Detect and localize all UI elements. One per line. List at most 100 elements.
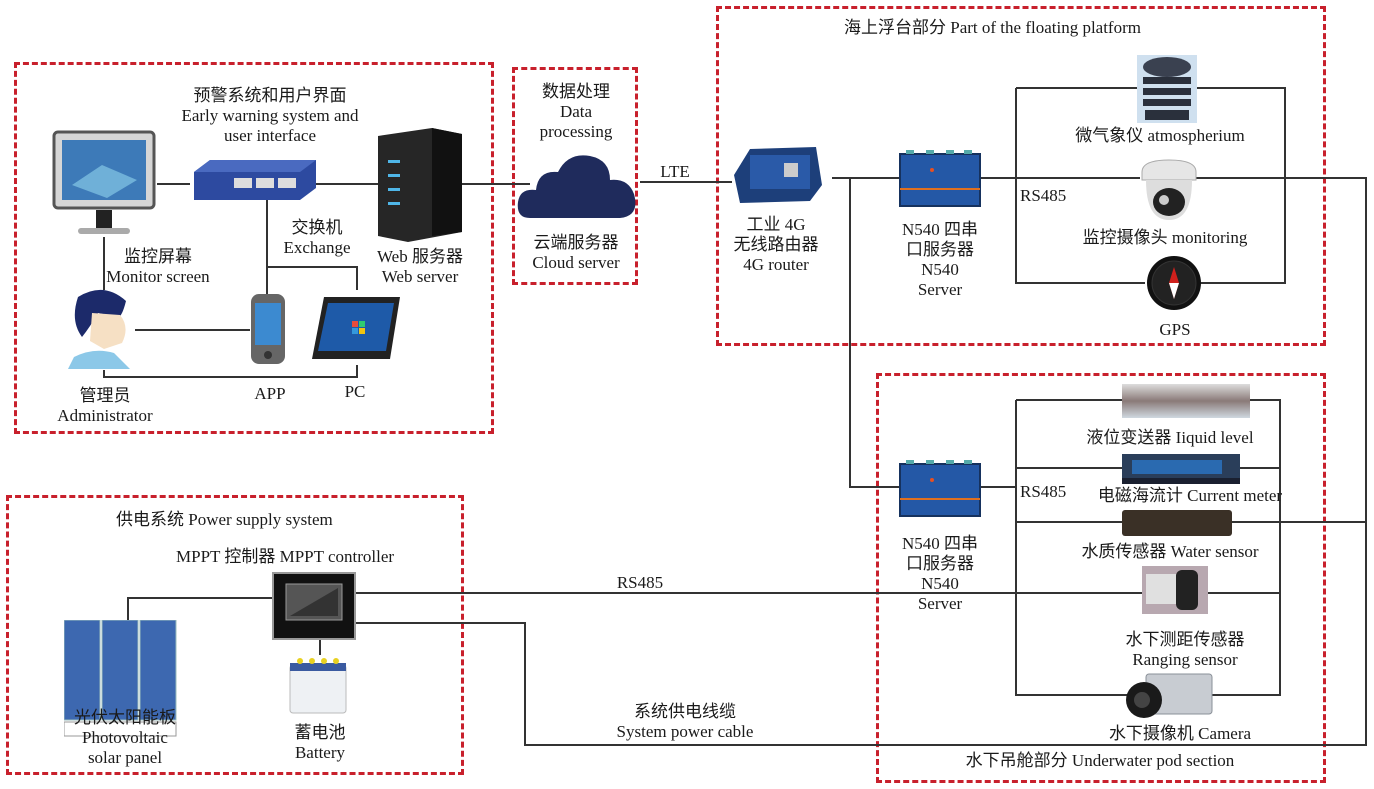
n540-top-en1: N540 bbox=[921, 260, 959, 279]
ui-section-boundary bbox=[14, 62, 494, 434]
solar-panel-icon[interactable] bbox=[63, 619, 178, 738]
underwater-pod-title: 水下吊舱部分 Underwater pod section bbox=[965, 751, 1235, 770]
ranging-label-cn: 水下测距传感器 bbox=[1125, 630, 1245, 649]
monitor-label: 监控屏幕 Monitor screen bbox=[78, 247, 238, 287]
n540-top-cn1: N540 四串 bbox=[901, 220, 979, 239]
solar-label-en2: solar panel bbox=[87, 748, 163, 767]
administrator-label: 管理员 Administrator bbox=[40, 386, 170, 426]
gps-label: GPS bbox=[1159, 320, 1191, 339]
floating-platform-boundary bbox=[716, 6, 1326, 346]
switch-label-cn: 交换机 bbox=[291, 218, 343, 237]
mppt-controller-label: MPPT 控制器 MPPT controller bbox=[176, 547, 395, 566]
n540-bottom-cn1: N540 四串 bbox=[901, 534, 979, 553]
wire-admin-pc bbox=[103, 365, 358, 378]
weather-station-icon[interactable] bbox=[1137, 55, 1197, 123]
router-label-cn2: 无线路由器 bbox=[733, 235, 819, 254]
data-title-cn: 数据处理 bbox=[542, 82, 610, 101]
app-label: APP bbox=[254, 384, 286, 403]
cloud-server-icon[interactable] bbox=[516, 150, 640, 220]
n540-bottom-en2: Server bbox=[917, 594, 963, 613]
cloud-server-label-en: Cloud server bbox=[532, 253, 620, 272]
battery-icon[interactable] bbox=[288, 655, 348, 715]
atmospherium-label: 微气象仪 atmospherium bbox=[1075, 126, 1245, 145]
power-supply-title: 供电系统 Power supply system bbox=[116, 510, 333, 529]
rs485-bottom-label: RS485 bbox=[1020, 482, 1067, 501]
n540-bottom-label: N540 四串 口服务器 N540 Server bbox=[880, 534, 1000, 614]
power-cable-label: 系统供电线缆 System power cable bbox=[595, 702, 775, 742]
n540-bottom-cn2: 口服务器 bbox=[906, 554, 974, 573]
underwater-camera-icon[interactable] bbox=[1124, 672, 1214, 720]
ranging-sensor-label: 水下测距传感器 Ranging sensor bbox=[1100, 630, 1270, 670]
network-switch-icon[interactable] bbox=[190, 158, 320, 202]
rs485-power-label: RS485 bbox=[616, 573, 664, 592]
data-title-en1: Data bbox=[559, 102, 593, 121]
ui-title-en1: Early warning system and bbox=[181, 106, 359, 125]
mppt-controller-icon[interactable] bbox=[272, 572, 356, 640]
battery-label-cn: 蓄电池 bbox=[294, 723, 346, 742]
smartphone-app-icon[interactable] bbox=[250, 293, 286, 365]
n540-serial-server-top-icon[interactable] bbox=[898, 150, 982, 208]
n540-top-cn2: 口服务器 bbox=[906, 240, 974, 259]
switch-label: 交换机 Exchange bbox=[272, 218, 362, 258]
monitor-label-cn: 监控屏幕 bbox=[124, 247, 192, 266]
floating-platform-title: 海上浮台部分 Part of the floating platform bbox=[844, 18, 1141, 37]
battery-label-en: Battery bbox=[294, 743, 346, 762]
4g-router-label: 工业 4G 无线路由器 4G router bbox=[716, 215, 836, 275]
tablet-pc-icon[interactable] bbox=[310, 295, 402, 361]
power-cable-label-cn: 系统供电线缆 bbox=[634, 702, 736, 721]
dome-camera-icon[interactable] bbox=[1140, 158, 1198, 222]
web-server-label: Web 服务器 Web server bbox=[360, 247, 480, 287]
wire-underwater-loop bbox=[1015, 399, 1281, 696]
monitor-label-en: Monitor screen bbox=[106, 267, 210, 286]
water-sensor-label: 水质传感器 Water sensor bbox=[1081, 542, 1259, 561]
data-processing-boundary bbox=[512, 67, 638, 285]
ui-title-en2: user interface bbox=[223, 126, 317, 145]
cloud-server-label-cn: 云端服务器 bbox=[533, 233, 619, 252]
wire-solar-mppt bbox=[127, 597, 272, 620]
n540-top-en2: Server bbox=[917, 280, 963, 299]
wire-floating-loop bbox=[1015, 87, 1286, 284]
web-server-label-cn: Web 服务器 bbox=[377, 247, 463, 266]
pc-label: PC bbox=[344, 382, 366, 401]
liquid-level-label: 液位变送器 Iiquid level bbox=[1086, 428, 1254, 447]
solar-label-en1: Photovoltaic bbox=[82, 728, 168, 747]
ranging-sensor-icon[interactable] bbox=[1142, 566, 1208, 614]
underwater-pod-boundary bbox=[876, 373, 1326, 783]
n540-bottom-en1: N540 bbox=[921, 574, 959, 593]
router-label-cn1: 工业 4G bbox=[746, 215, 806, 234]
underwater-camera-label: 水下摄像机 Camera bbox=[1108, 724, 1252, 743]
ui-title-cn: 预警系统和用户界面 bbox=[193, 86, 347, 105]
current-meter-icon[interactable] bbox=[1122, 454, 1240, 484]
cloud-server-label: 云端服务器 Cloud server bbox=[518, 233, 634, 273]
solar-panel-label: 光伏太阳能板 Photovoltaic solar panel bbox=[50, 708, 200, 768]
power-cable-label-en: System power cable bbox=[616, 722, 754, 741]
gps-compass-icon[interactable] bbox=[1146, 255, 1202, 311]
power-supply-boundary bbox=[6, 495, 464, 775]
ui-section-title: 预警系统和用户界面 Early warning system and user … bbox=[150, 86, 390, 146]
solar-label-cn: 光伏太阳能板 bbox=[74, 708, 176, 727]
n540-serial-server-bottom-icon[interactable] bbox=[898, 460, 982, 518]
switch-label-en: Exchange bbox=[283, 238, 351, 257]
current-meter-label: 电磁海流计 Current meter bbox=[1097, 486, 1283, 505]
router-label-en: 4G router bbox=[743, 255, 809, 274]
n540-top-label: N540 四串 口服务器 N540 Server bbox=[880, 220, 1000, 300]
liquid-level-sensor-icon[interactable] bbox=[1122, 384, 1250, 418]
wire-router-n540bot bbox=[849, 178, 900, 488]
administrator-label-en: Administrator bbox=[57, 406, 153, 425]
data-title-en2: processing bbox=[539, 122, 613, 141]
battery-label: 蓄电池 Battery bbox=[280, 723, 360, 763]
administrator-avatar-icon[interactable] bbox=[64, 287, 136, 371]
monitor-icon[interactable] bbox=[52, 130, 158, 238]
lte-link-label: LTE bbox=[660, 162, 690, 181]
water-quality-sensor-icon[interactable] bbox=[1122, 510, 1232, 536]
ranging-label-en: Ranging sensor bbox=[1132, 650, 1238, 669]
web-server-label-en: Web server bbox=[381, 267, 459, 286]
4g-router-icon[interactable] bbox=[732, 145, 822, 205]
data-processing-title: 数据处理 Data processing bbox=[518, 82, 634, 142]
administrator-label-cn: 管理员 bbox=[79, 386, 131, 405]
wire-camera-right bbox=[355, 177, 1367, 746]
monitoring-camera-label: 监控摄像头 monitoring bbox=[1082, 228, 1248, 247]
web-server-icon[interactable] bbox=[374, 126, 466, 244]
rs485-top-label: RS485 bbox=[1020, 186, 1067, 205]
